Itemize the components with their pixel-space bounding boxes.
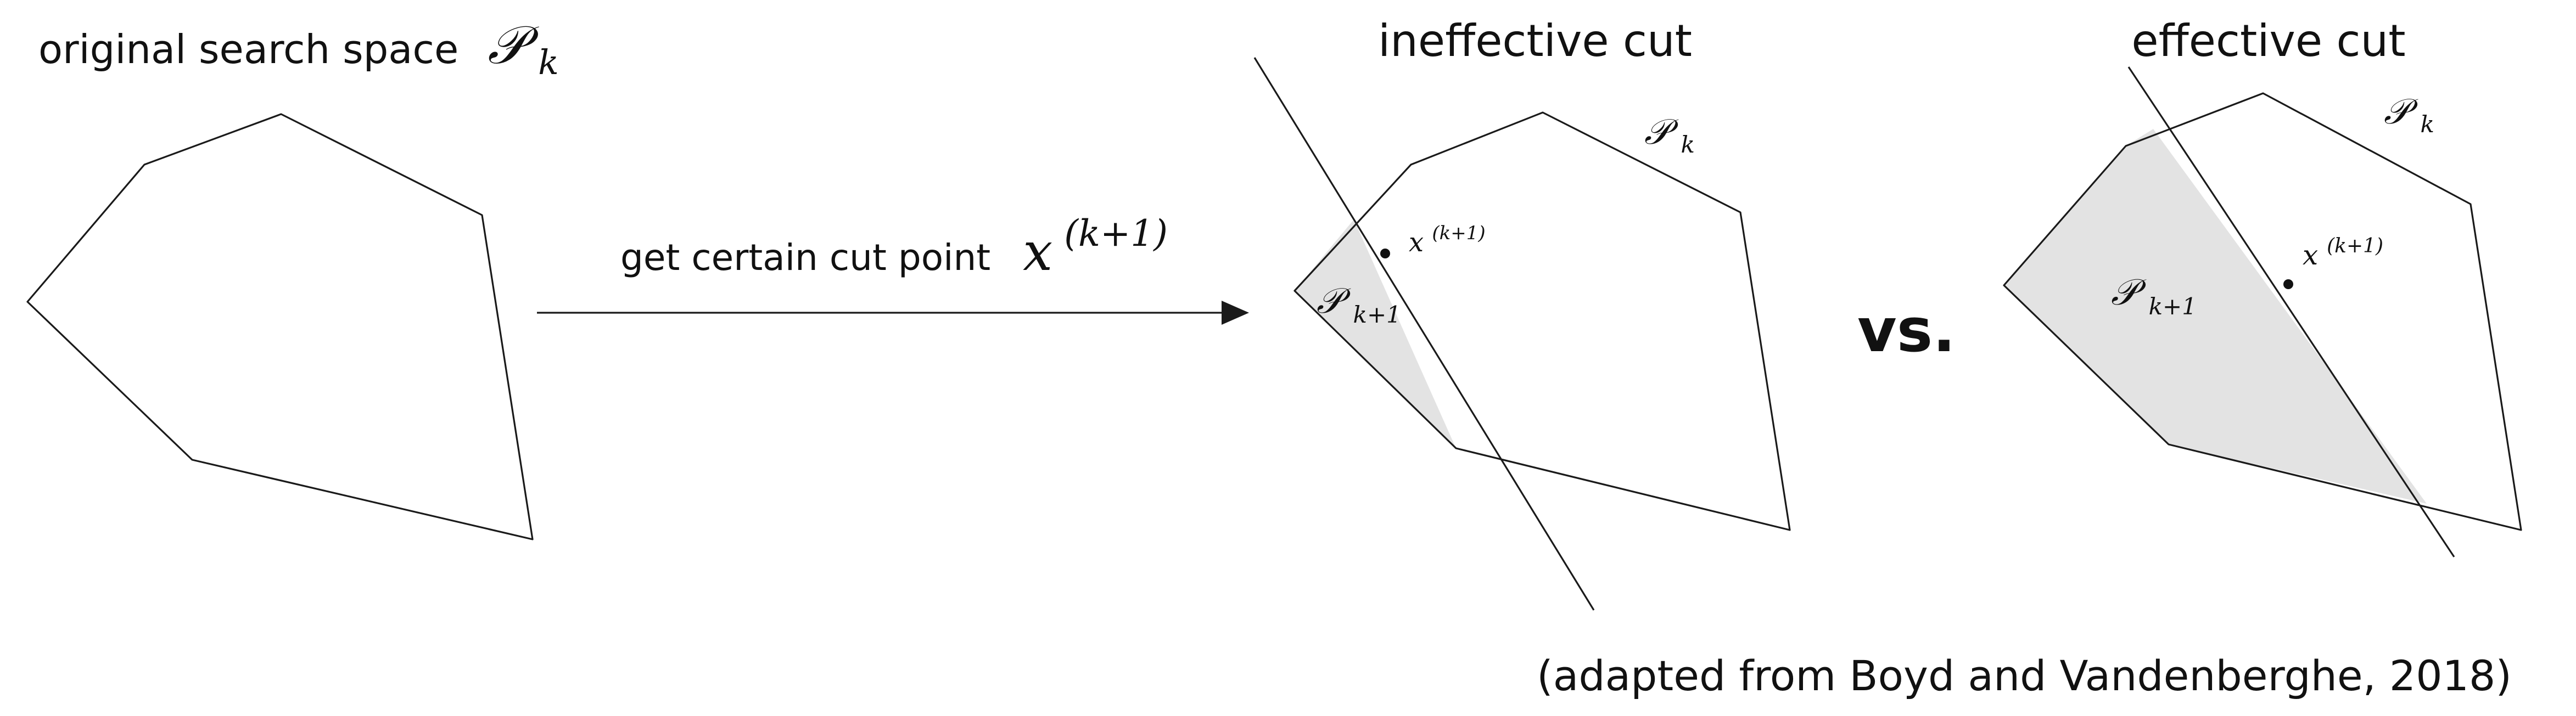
- effective-shaded-symbol: 𝒫: [2111, 271, 2147, 313]
- effective-point-label: x (k+1): [2303, 235, 2383, 271]
- effective-cut-line: [2127, 66, 2455, 557]
- effective-region-sub: k: [2421, 111, 2434, 138]
- effective-title: effective cut: [2131, 15, 2405, 66]
- arrow-label-text: get certain cut point: [620, 236, 990, 279]
- ineffective-shaded-region: [1295, 219, 1456, 448]
- effective-point-sup: (k+1): [2327, 235, 2383, 257]
- effective-region-label: 𝒫 k: [2384, 92, 2434, 138]
- original-title: original search space 𝒫 k: [38, 14, 559, 82]
- ineffective-point-symbol: x: [1409, 227, 1424, 258]
- ineffective-polyhedron: [1293, 111, 1791, 531]
- ineffective-point-label: x (k+1): [1409, 222, 1486, 258]
- ineffective-shaded-symbol: 𝒫: [1317, 281, 1351, 322]
- ineffective-shaded-label: 𝒫 k+1: [1317, 281, 1401, 328]
- ineffective-region-symbol: 𝒫: [1644, 112, 1679, 153]
- cut-point-arrow: get certain cut point x (k+1): [537, 212, 1249, 325]
- panel-effective: effective cut x (k+1) 𝒫 k+1 𝒫 k: [2003, 15, 2522, 557]
- effective-shaded-region: [2004, 129, 2427, 504]
- effective-point-symbol: x: [2303, 239, 2318, 271]
- arrow-head: [1222, 301, 1249, 325]
- ineffective-title: ineffective cut: [1378, 15, 1692, 66]
- ineffective-region-label: 𝒫 k: [1644, 112, 1695, 158]
- original-title-text: original search space: [38, 26, 458, 72]
- ineffective-region-sub: k: [1681, 131, 1695, 158]
- original-title-symbol: 𝒫: [488, 14, 539, 76]
- arrow-symbol-sup: (k+1): [1064, 212, 1168, 255]
- versus-label: vs.: [1857, 295, 1956, 365]
- effective-shaded-label: 𝒫 k+1: [2111, 271, 2197, 320]
- arrow-label: get certain cut point x (k+1): [620, 212, 1168, 283]
- ineffective-shaded-sub: k+1: [1353, 301, 1401, 328]
- effective-cut-point: [2283, 279, 2293, 289]
- panel-ineffective: ineffective cut x (k+1) 𝒫 k+1 𝒫 k: [1253, 15, 1791, 611]
- arrow-symbol: x: [1023, 221, 1052, 283]
- effective-region-symbol: 𝒫: [2384, 92, 2418, 132]
- ineffective-cut-point: [1380, 249, 1390, 258]
- original-title-symbol-sub: k: [538, 42, 559, 82]
- original-polyhedron: [26, 113, 534, 540]
- citation: (adapted from Boyd and Vandenberghe, 201…: [1537, 651, 2512, 700]
- ineffective-point-sup: (k+1): [1432, 222, 1485, 244]
- ineffective-cut-line: [1253, 57, 1595, 611]
- effective-shaded-sub: k+1: [2149, 293, 2197, 320]
- effective-polyhedron: [2003, 92, 2522, 531]
- panel-original: original search space 𝒫 k: [26, 14, 559, 540]
